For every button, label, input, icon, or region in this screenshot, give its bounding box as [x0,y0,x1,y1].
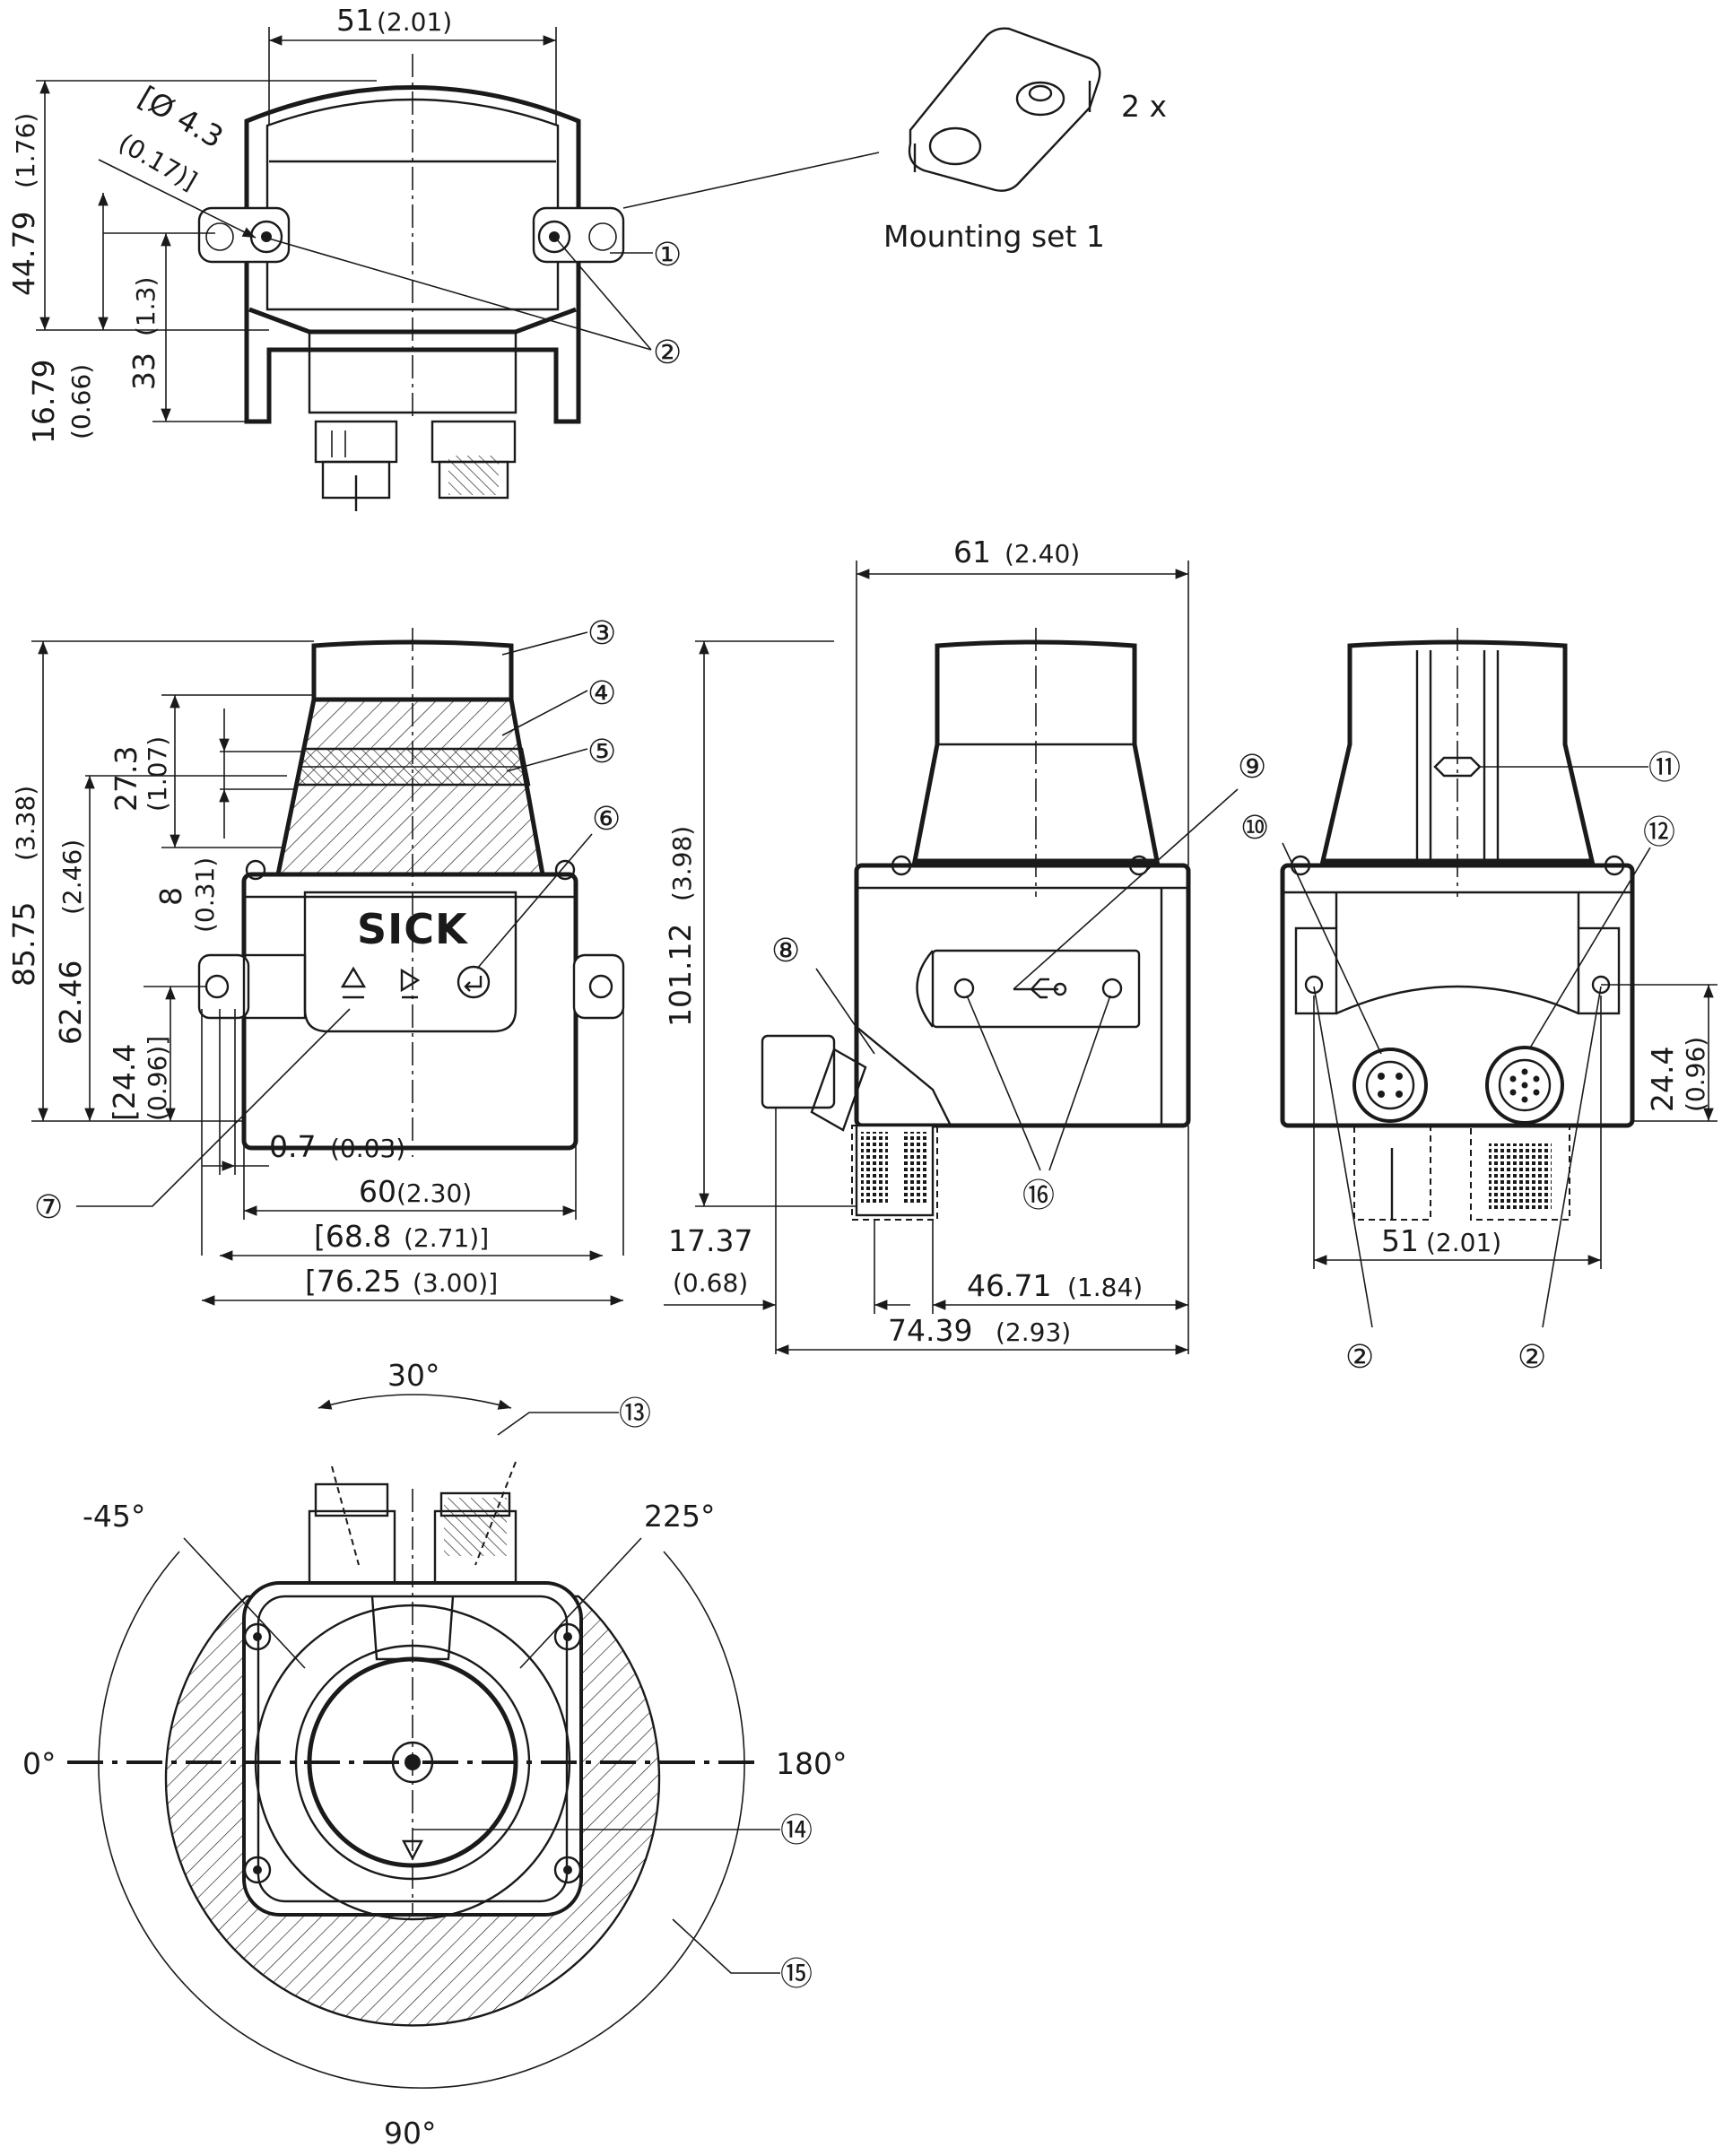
angle-0: 0° [22,1746,57,1781]
dim-68-8: [68.8 [314,1219,391,1254]
dim-8-in: (0.31) [190,857,220,933]
rear-view: 24.4 (0.96) 51 (2.01) ⑪ ⑩ ⑫ ② ② [1240,628,1718,1376]
dim-85-75-in: (3.38) [11,786,40,861]
callout-8: ⑧ [771,933,800,969]
optics-cover [311,639,514,702]
callout-2-rear-right: ② [1518,1339,1546,1376]
connector-m12-left [314,420,398,511]
dim-17-37: 17.37 [668,1223,752,1258]
callout-9: ⑨ [1238,749,1266,786]
dim-height-top-in: (1.76) [11,113,40,188]
angle-225: 225° [644,1499,716,1534]
top-view: 51 (2.01) 44.79 (1.76) [Ø 4.3 (0.17)] 16… [6,3,880,511]
dim-width-top-in: (2.01) [377,7,452,37]
connector-m12-4pin [1352,1048,1428,1123]
angle-minus-45: -45° [83,1499,145,1534]
callout-12: ⑫ [1643,814,1675,851]
side-optics-cover [911,639,1161,864]
callout-10: ⑩ [1240,810,1269,847]
callout-5: ⑤ [587,734,616,770]
rear-housing [1280,863,1635,1128]
dim-24-4: [24.4 [107,1044,142,1121]
dim-46-71-in: (1.84) [1067,1273,1143,1302]
bottom-view: 30° -45° 225° 0° 180° 90° ⑬ ⑭ ⑮ [22,1358,848,2151]
dim-24-4-rear: 24.4 [1645,1047,1680,1112]
callout-14: ⑭ [780,1813,813,1849]
dim-76-25: [76.25 [305,1264,401,1299]
dim-offset-in: (0.66) [66,364,96,439]
dim-0-7-in: (0.03) [330,1134,405,1163]
dim-33: 33 [126,352,161,390]
mounting-set-label: Mounting set 1 [883,219,1105,254]
callout-7: ⑦ [34,1189,63,1226]
callout-3: ③ [587,615,616,652]
callout-4: ④ [587,675,616,712]
dim-offset: 16.79 [26,360,61,444]
dim-width-top: 51 [336,3,374,38]
play-icon [400,968,421,993]
dim-74-39: 74.39 [888,1313,972,1348]
angle-90: 90° [384,2116,437,2151]
dim-27-3: 27.3 [109,746,144,812]
dim-51-rear-in: (2.01) [1426,1228,1501,1257]
dim-60: 60 [359,1174,396,1209]
dim-61-in: (2.40) [1004,539,1080,569]
usb-icon [1013,978,1058,999]
dim-27-3-in: (1.07) [143,736,172,812]
dim-61: 61 [953,535,991,569]
callout-15: ⑮ [780,1956,813,1993]
callout-13: ⑬ [619,1395,651,1432]
dim-0-7: 0.7 [269,1129,316,1164]
dim-51-rear: 51 [1381,1223,1419,1258]
warning-icon [340,966,367,988]
mounting-set-illustration: 2 x Mounting set 1 [883,27,1167,254]
top-view-housing [244,85,581,424]
callout-16: ⑯ [1022,1178,1055,1214]
dim-33-in: (1.3) [131,277,161,336]
dim-74-39-in: (2.93) [996,1317,1071,1347]
dim-62-46-in: (2.46) [57,839,87,915]
dim-height-top: 44.79 [6,212,41,296]
connector-m12-right [430,420,517,500]
dim-17-37-in: (0.68) [673,1268,748,1298]
callout-6: ⑥ [592,801,621,838]
callout-2-rear-left: ② [1345,1339,1374,1376]
callout-11: ⑪ [1648,750,1681,787]
dim-68-8-in: (2.71)] [404,1223,489,1253]
side-view: 61 (2.40) 101.12 (3.98) 17.37 (0.68) 46.… [663,535,1266,1355]
dim-8: 8 [153,887,188,906]
angle-180: 180° [776,1746,848,1781]
dim-76-25-in: (3.00)] [413,1268,498,1298]
dim-60-in: (2.30) [396,1178,472,1208]
side-housing [854,863,1191,1128]
dim-46-71: 46.71 [967,1268,1051,1303]
mounting-bracket-right [532,206,625,264]
enter-button-icon [457,965,491,999]
mounting-set-quantity: 2 x [1121,89,1167,124]
dim-85-75: 85.75 [6,902,41,987]
dim-24-4-in: (0.96)] [143,1036,172,1121]
rear-optics-cover [1319,639,1596,864]
dim-62-46: 62.46 [53,961,88,1045]
dim-101-12: 101.12 [663,924,698,1027]
angle-30: 30° [387,1358,440,1393]
callout-2-top: ② [653,335,682,371]
dim-24-4-rear-in: (0.96) [1681,1037,1710,1112]
front-view: SICK 85.75 (3.38) 62.46 (2.46) [24.4 (0.… [6,615,625,1306]
dim-101-12-in: (3.98) [667,826,697,901]
callout-1: ① [653,237,682,274]
